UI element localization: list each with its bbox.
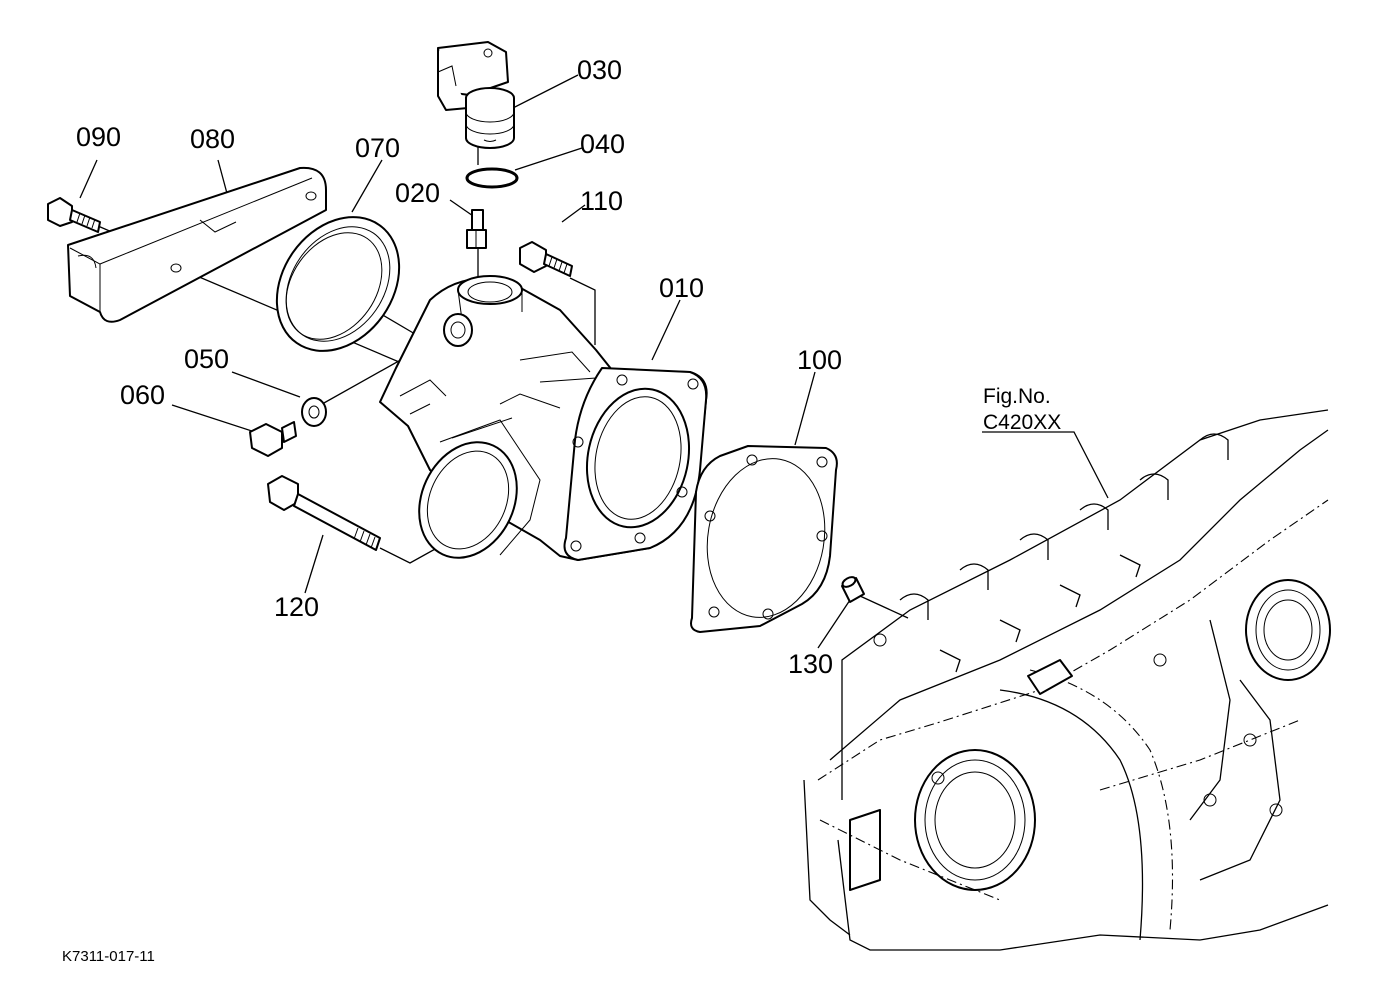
- part-010-housing: [379, 275, 708, 561]
- callout-010: 010: [659, 273, 704, 303]
- callout-040: 040: [580, 129, 625, 159]
- part-050-washer: [301, 397, 327, 427]
- figure-ref-label: Fig.No.: [983, 385, 1051, 408]
- callout-030: 030: [577, 55, 622, 85]
- part-120-long-bolt: [267, 475, 381, 551]
- part-040-o-ring: [465, 167, 519, 189]
- part-080-bracket: [67, 166, 327, 323]
- callout-060: 060: [120, 380, 165, 410]
- drawing-code: K7311-017-11: [62, 948, 155, 965]
- callout-100: 100: [797, 345, 842, 375]
- part-100-gasket: [690, 445, 838, 633]
- part-090-bolt: [47, 197, 101, 233]
- part-130-dowel-pin: [841, 576, 865, 603]
- part-020-pin: [466, 209, 487, 249]
- callout-120: 120: [274, 592, 319, 622]
- reference-transmission-case: [803, 409, 1331, 951]
- leader-lines: [79, 74, 1109, 649]
- part-030-switch: [437, 41, 515, 149]
- callout-labels: 030 040 020 110 090 080 070 010 100 050 …: [62, 55, 1061, 965]
- callout-070: 070: [355, 133, 400, 163]
- callout-050: 050: [184, 344, 229, 374]
- callout-130: 130: [788, 649, 833, 679]
- part-110-bolt: [519, 241, 573, 277]
- callout-020: 020: [395, 178, 440, 208]
- callout-110: 110: [580, 186, 623, 216]
- callout-080: 080: [190, 124, 235, 154]
- figure-ref-code: C420XX: [983, 411, 1061, 434]
- part-070-seal: [275, 216, 401, 352]
- part-060-plug: [249, 421, 297, 457]
- callout-090: 090: [76, 122, 121, 152]
